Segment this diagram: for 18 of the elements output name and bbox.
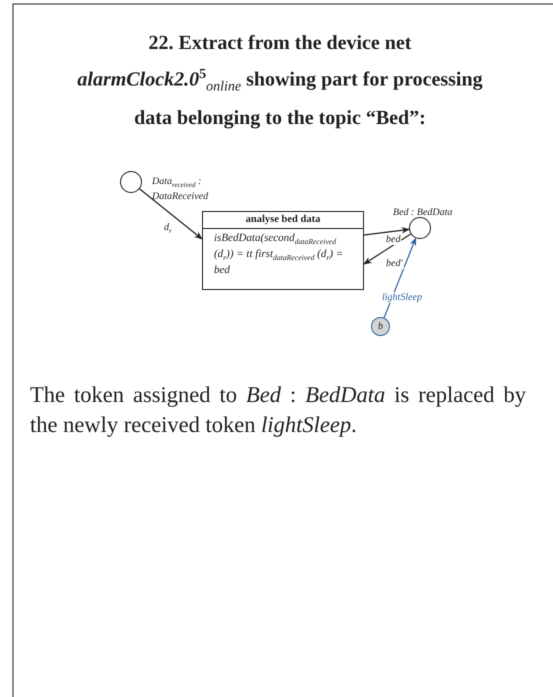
edge-label: lightSleep bbox=[381, 292, 423, 303]
token-circle bbox=[371, 317, 390, 336]
place-circle bbox=[409, 217, 431, 239]
arrow bbox=[364, 226, 410, 236]
arrow bbox=[384, 237, 416, 318]
place-circle bbox=[120, 171, 142, 193]
title: 22. Extract from the device net alarmClock2.0$^{5}$$_{online}$ showing part for processing data belonging to the topic “Bed”: bbox=[76, 31, 484, 131]
edge-label: bed bbox=[385, 234, 402, 245]
place-label: Bed : BedData bbox=[393, 207, 454, 218]
edge-label: bed′ bbox=[385, 258, 404, 269]
token-label: b bbox=[378, 321, 383, 332]
place-label: Data$_{received}$ : DataReceived bbox=[152, 176, 210, 202]
transition-name: analyse bed data bbox=[203, 212, 363, 229]
transition-box bbox=[202, 211, 364, 290]
arrow bbox=[363, 233, 412, 264]
arrow bbox=[139, 188, 203, 240]
caption: The token assigned to Bed : BedData is replaced by the newly received token lightSleep. bbox=[30, 381, 526, 439]
guard-text: isBedData(second$_{dataReceived}$ (d$_{r}$)) = tt first$_{dataReceived}$ (d$_{r}$) = bed bbox=[213, 231, 344, 278]
